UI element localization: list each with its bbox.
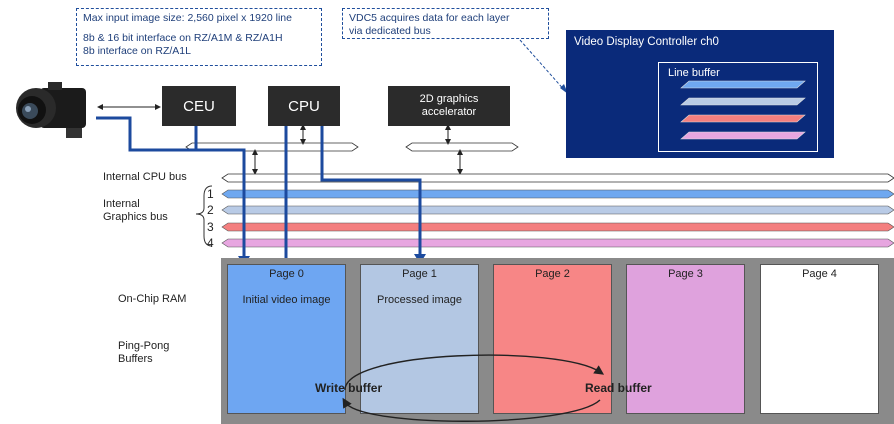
graphics-bus-brace (195, 185, 213, 247)
ram-page-3: Page 3 (626, 264, 745, 414)
page-0-title: Page 0 (269, 268, 304, 280)
ram-page-4: Page 4 (760, 264, 879, 414)
graphics-bus-number-3: 3 (207, 220, 214, 234)
line-buffer-title: Line buffer (668, 67, 720, 79)
page-2-title: Page 2 (535, 268, 570, 280)
pingpong-label-line-2: Buffers (118, 353, 153, 365)
line-buffer: Line buffer (658, 62, 818, 152)
graphics-bus-2 (221, 205, 894, 215)
gfx-accelerator-block: 2D graphics accelerator (388, 86, 510, 126)
ram-page-2: Page 2 (493, 264, 612, 414)
ceu-block: CEU (162, 86, 236, 126)
page-4-title: Page 4 (802, 268, 837, 280)
cpu-to-page1-path (320, 126, 422, 258)
page-1-title: Page 1 (402, 268, 437, 280)
page-3-title: Page 3 (668, 268, 703, 280)
graphics-bus-3 (221, 222, 894, 232)
pingpong-arc-bottom (342, 397, 601, 422)
vdc-note-line-1: VDC5 acquires data for each layer (349, 12, 510, 24)
ram-page-1: Page 1 Processed image (360, 264, 479, 414)
cpu-label: CPU (288, 97, 320, 115)
pingpong-label-line-1: Ping-Pong (118, 340, 170, 352)
graphics-bus-number-2: 2 (207, 203, 214, 217)
page-1-desc: Processed image (377, 294, 462, 306)
line-buffer-layers (680, 80, 806, 140)
input-spec-line-1: Max input image size: 2,560 pixel x 1920… (83, 12, 292, 24)
cpu-block: CPU (268, 86, 340, 126)
input-spec-callout: Max input image size: 2,560 pixel x 1920… (76, 8, 322, 66)
page-0-desc: Initial video image (242, 294, 331, 306)
vdc-note-callout: VDC5 acquires data for each layer via de… (342, 8, 549, 39)
graphics-bus-label-line-2: Graphics bus (103, 211, 168, 223)
pingpong-arc-top (344, 354, 605, 391)
input-spec-line-2: 8b & 16 bit interface on RZ/A1M & RZ/A1H (83, 32, 283, 44)
vdc-note-line-2: via dedicated bus (349, 25, 431, 37)
cpu-bus-label: Internal CPU bus (103, 171, 187, 183)
ceu-to-page0-path (96, 116, 246, 262)
read-buffer-label: Read buffer (585, 381, 652, 395)
graphics-bus-label-line-1: Internal (103, 198, 140, 210)
onchip-ram-label: On-Chip RAM (118, 293, 187, 305)
input-spec-line-3: 8b interface on RZ/A1L (83, 45, 191, 57)
graphics-bus-4 (221, 238, 894, 248)
graphics-bus-number-4: 4 (207, 236, 214, 250)
gfx-label-line-1: 2D graphics (419, 93, 479, 105)
ceu-label: CEU (183, 97, 215, 115)
gfx-label-line-2: accelerator (421, 106, 477, 118)
ram-page-0: Page 0 Initial video image (227, 264, 346, 414)
local-bus-right (405, 142, 519, 152)
camera-icon (16, 82, 86, 138)
write-buffer-label: Write buffer (315, 381, 383, 395)
vdc-title: Video Display Controller ch0 (574, 36, 719, 48)
video-display-controller: Video Display Controller ch0 Line buffer (566, 30, 834, 158)
graphics-bus-number-1: 1 (207, 187, 214, 201)
graphics-bus-1 (221, 189, 894, 199)
vdc-note-pointer (519, 39, 567, 93)
